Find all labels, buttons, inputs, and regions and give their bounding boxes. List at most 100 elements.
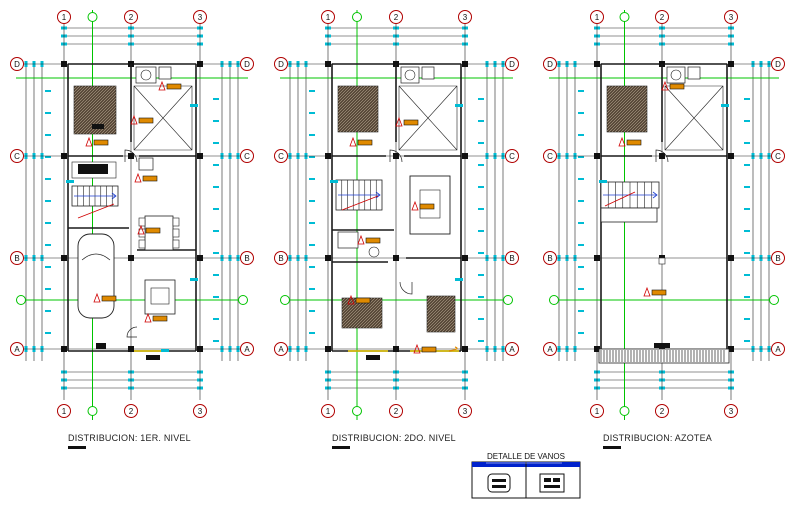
structural-column <box>462 61 468 67</box>
grid-bubble-right-C-label: C <box>775 152 781 161</box>
dimension-mark <box>478 340 484 342</box>
dining-chair <box>138 239 146 249</box>
structural-column <box>462 346 468 352</box>
bed-first-floor-hatch-line <box>91 109 117 135</box>
structural-column <box>728 61 734 67</box>
grid-bubble-bottom-3 <box>724 404 738 418</box>
structural-column <box>659 153 665 159</box>
dimension-mark <box>309 266 315 268</box>
structural-column <box>61 61 67 67</box>
dimension-mark <box>213 120 219 122</box>
grid-bubble-right-A-label: A <box>775 345 781 354</box>
bed-second-floor-2-hatch-line <box>377 323 383 329</box>
bed-first-floor-hatch-line <box>73 85 105 117</box>
dimension-mark <box>213 186 219 188</box>
car-outline <box>77 233 115 319</box>
grid-bubble-top-3 <box>193 10 207 24</box>
bed-first-floor-hatch-line <box>76 94 117 135</box>
grid-bubble-bottom-2-label: 2 <box>394 407 399 416</box>
room-label-bath-tag <box>365 237 381 244</box>
bed-second-floor-1-hatch-line <box>337 85 369 117</box>
window-mark <box>455 104 463 107</box>
door-swing <box>399 281 413 295</box>
grid-bubble-left-A <box>10 342 24 356</box>
bed-roof-hatch-line <box>606 85 614 93</box>
dimension-mark <box>309 112 315 114</box>
grid-bubble-top-1-label: 1 <box>326 13 331 22</box>
grid-bubble-left-A <box>543 342 557 356</box>
bed-roof-hatch-line <box>606 85 629 108</box>
bed-second-floor-1-hatch-line <box>348 102 379 133</box>
dimension-mark <box>213 340 219 342</box>
room-label-bedroom-arrow <box>349 136 357 147</box>
bed-roof-hatch-line <box>606 85 647 126</box>
bed-second-floor-1-hatch-line <box>351 105 379 133</box>
dimension-mark <box>45 90 51 92</box>
bed-second-floor-2-hatch-line <box>362 308 383 329</box>
structural-column <box>728 346 734 352</box>
grid-bubble-left-A-label: A <box>14 345 20 354</box>
grid-bubble-left-D <box>543 57 557 71</box>
structural-column <box>462 153 468 159</box>
car-tag <box>96 343 106 349</box>
grid-bubble-bottom-3 <box>458 404 472 418</box>
bed-first-floor-hatch-line <box>73 85 108 120</box>
grid-bubble-top-3 <box>724 10 738 24</box>
dining-chair <box>172 217 180 227</box>
bed-first-floor-hatch-line <box>109 127 117 135</box>
structural-column <box>128 255 134 261</box>
stair-void <box>664 85 724 151</box>
bed-second-floor-3-hatch-line <box>450 327 456 333</box>
bed-second-floor-1-hatch-line <box>337 85 354 102</box>
bed-roof-hatch-line <box>606 85 626 105</box>
room-label-living <box>144 312 168 323</box>
bed-second-floor-1-hatch-line <box>360 114 379 133</box>
dimension-mark <box>309 332 315 334</box>
bed-second-floor-3 <box>426 295 456 333</box>
center-axis-bubble-right <box>769 295 779 305</box>
grid-bubble-right-A-label: A <box>244 345 250 354</box>
dimension-mark <box>309 310 315 312</box>
grid-bubble-bottom-3-label: 3 <box>729 407 734 416</box>
room-label-bedroom-tag <box>357 139 373 146</box>
window-symbol-2-bar <box>544 485 560 488</box>
bath2-toilet <box>368 246 380 258</box>
structural-column <box>197 153 203 159</box>
dimension-mark <box>309 200 315 202</box>
dimension-mark <box>309 288 315 290</box>
structural-column <box>393 153 399 159</box>
grid-bubble-left-B <box>274 251 288 265</box>
dimension-mark <box>578 332 584 334</box>
bed-roof-hatch-line <box>614 99 648 133</box>
center-axis-bubble-bottom <box>619 406 630 416</box>
dimension-mark <box>45 200 51 202</box>
grid-bubble-bottom-1 <box>321 404 335 418</box>
grid-bubble-bottom-2-label: 2 <box>660 407 665 416</box>
grid-bubble-top-1-label: 1 <box>595 13 600 22</box>
room-label-bedroom2-tag <box>355 297 371 304</box>
bed-second-floor-2-hatch-line <box>365 311 383 329</box>
room-label-bath-tag <box>669 83 685 90</box>
section-cut <box>341 195 379 211</box>
bed-roof-hatch-line <box>620 105 648 133</box>
grid-bubble-top-2-label: 2 <box>129 13 134 22</box>
room-label-bedroom-tag <box>626 139 642 146</box>
grid-bubble-left-B <box>10 251 24 265</box>
stairs-first-floor-arrowhead <box>111 192 117 200</box>
structural-column <box>728 255 734 261</box>
dimension-mark <box>744 274 750 276</box>
nightstand <box>92 124 104 129</box>
grid-bubble-right-D <box>240 57 254 71</box>
room-label-kitchen-tag <box>142 175 158 182</box>
structural-column <box>61 346 67 352</box>
window-mark <box>161 349 169 352</box>
room-label-dining-tag <box>145 227 161 234</box>
bed-roof-hatch-line <box>629 114 648 133</box>
bed-roof-hatch-line <box>632 117 648 133</box>
bed-second-floor-1-hatch-line <box>337 85 366 114</box>
bed-first-floor <box>73 85 117 135</box>
